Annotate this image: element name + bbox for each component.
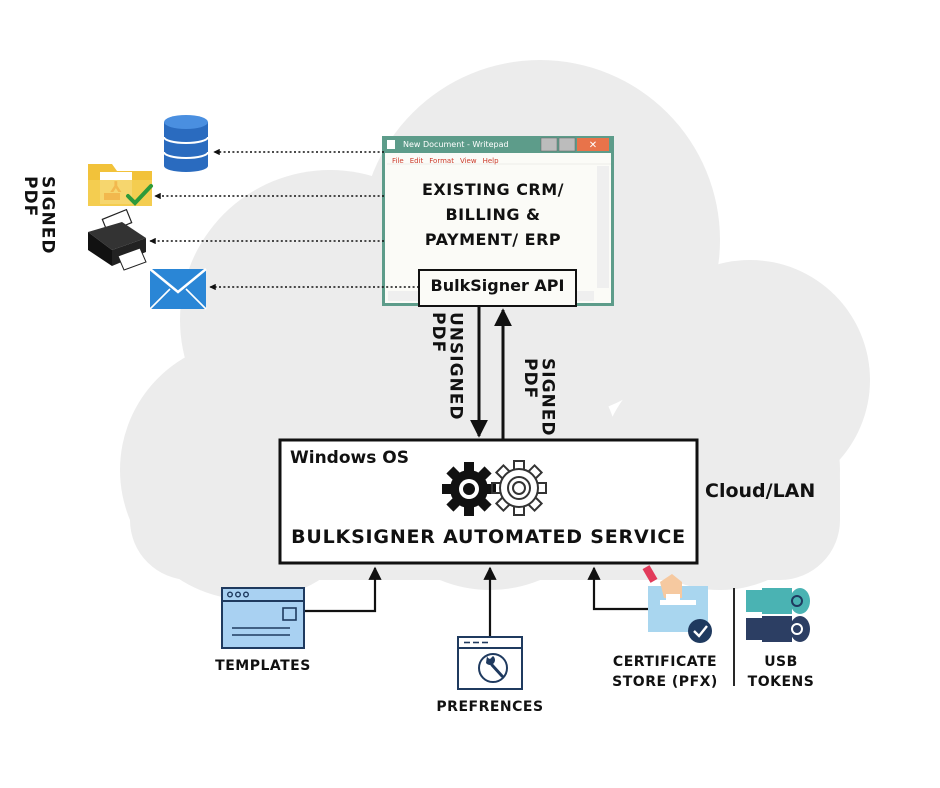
cloud-lan-label: Cloud/LAN — [705, 480, 816, 502]
menu-file[interactable]: File — [392, 157, 404, 165]
wrench-settings-icon — [457, 636, 523, 690]
windows-os-label: Windows OS — [290, 448, 409, 468]
menu-edit[interactable]: Edit — [409, 157, 424, 165]
crm-line-3: PAYMENT/ ERP — [424, 230, 562, 249]
api-box — [418, 269, 577, 307]
signed-left-line-2: PDF — [19, 176, 40, 218]
unsigned-line-1: UNSIGNED — [445, 312, 466, 421]
close-button[interactable] — [577, 138, 609, 151]
crm-label: EXISTING CRM/ BILLING & PAYMENT/ ERP — [390, 177, 596, 252]
minimize-button[interactable] — [540, 137, 558, 152]
close-icon: ✕ — [589, 140, 597, 151]
menu-help[interactable]: Help — [482, 157, 499, 165]
window-title: New Document - Writepad — [403, 140, 509, 149]
maximize-button[interactable] — [558, 137, 576, 152]
database-icon — [163, 115, 209, 172]
usb-line-1: USB — [764, 654, 798, 670]
api-label: BulkSigner API — [430, 276, 565, 295]
output-connectors — [149, 148, 419, 291]
usb-token-icon — [746, 588, 810, 642]
certificate-store-icon — [642, 565, 712, 643]
menu-bar: File Edit Format View Help — [392, 157, 499, 165]
signed-mid-line-1: SIGNED — [537, 358, 558, 437]
preferences-label: PREFRENCES — [436, 699, 544, 715]
menu-view[interactable]: View — [459, 157, 477, 165]
cert-line-2: STORE (PFX) — [612, 674, 718, 690]
input-connectors — [304, 566, 648, 636]
gear-outline-icon — [491, 460, 547, 516]
signed-left-line-1: SIGNED — [37, 176, 58, 255]
printer-icon — [88, 208, 147, 271]
signed-mid-line-2: PDF — [519, 358, 540, 400]
service-name: BULKSIGNER AUTOMATED SERVICE — [291, 526, 686, 548]
menu-format[interactable]: Format — [429, 157, 454, 165]
unsigned-line-2: PDF — [427, 312, 448, 354]
document-icon — [387, 140, 395, 149]
crm-line-2: BILLING & — [445, 205, 541, 224]
usb-line-2: TOKENS — [747, 674, 815, 690]
cert-line-1: CERTIFICATE — [612, 654, 718, 670]
envelope-icon — [149, 268, 207, 310]
certificate-store-label: CERTIFICATE STORE (PFX) — [600, 652, 730, 692]
template-browser-icon — [221, 587, 305, 649]
pdf-folder-icon: ⅄ — [88, 164, 153, 206]
usb-tokens-label: USB TOKENS — [738, 652, 824, 692]
gear-icon — [442, 462, 496, 516]
templates-label: TEMPLATES — [215, 658, 311, 674]
crm-line-1: EXISTING CRM/ — [421, 180, 565, 199]
